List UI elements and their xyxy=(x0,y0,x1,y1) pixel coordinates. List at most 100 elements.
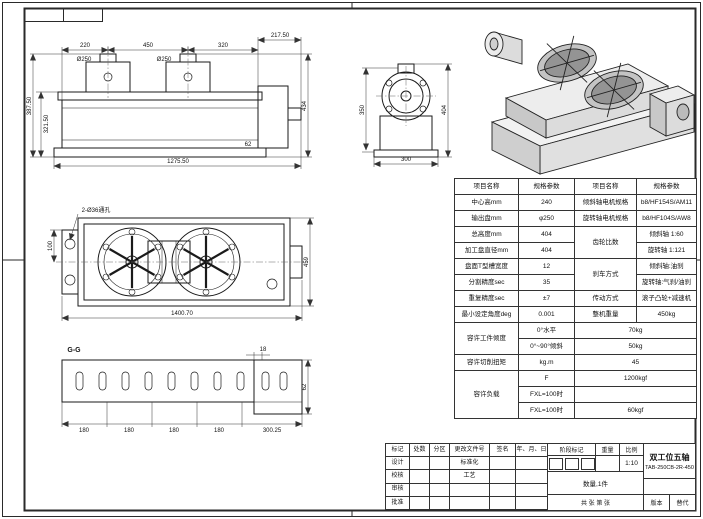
section-label: G-G xyxy=(67,347,81,354)
spec-cell: 倾斜轴电机规格 xyxy=(574,194,637,211)
dim-label: 100 xyxy=(48,240,54,251)
spec-cell: ±7 xyxy=(518,290,575,307)
spec-cell: 倾斜轴 1:60 xyxy=(636,226,697,243)
version-cell: 版本 xyxy=(643,494,670,511)
role-cell: 工艺 xyxy=(449,469,490,484)
dim-label: 350 xyxy=(360,104,366,115)
blank-cell xyxy=(409,495,430,510)
spec-cell: 分割精度sec xyxy=(454,274,519,291)
blank-cell xyxy=(515,495,548,510)
spec-table: 项目名称 规格参数 项目名称 规格参数 中心高mm 240 倾斜轴电机规格 b8… xyxy=(454,178,697,419)
dim-label: 387.50 xyxy=(27,96,33,115)
dim-label: 62 xyxy=(245,142,252,148)
rev-header-cell: 更改文件号 xyxy=(449,442,490,458)
blank-cell xyxy=(489,469,516,484)
section-view-dims: G-G 180 180 180 180 300.25 18 62 xyxy=(61,347,312,434)
spec-cell: 齿轮比数 xyxy=(574,226,637,259)
role-cell: 校核 xyxy=(385,469,410,484)
isometric-view xyxy=(484,31,696,175)
blank-cell xyxy=(429,456,450,471)
front-view-dims: 220 450 320 217.50 Ø250 Ø250 387.50 321.… xyxy=(27,33,312,169)
spec-cell: b8/HF104S/AW8 xyxy=(636,210,697,227)
spec-cell: 容许切削扭矩 xyxy=(454,354,519,371)
spec-cell: 35 xyxy=(518,274,575,291)
spec-cell: 12 xyxy=(518,258,575,275)
spec-cell: 总高度mm xyxy=(454,226,519,243)
spec-cell: FXL=100时 xyxy=(518,402,575,419)
dim-label: 62 xyxy=(302,383,308,390)
rev-header-cell: 处数 xyxy=(409,442,430,458)
dim-label: 321.50 xyxy=(44,114,50,133)
dim-label: 217.50 xyxy=(271,33,290,39)
holes-callout: 2-Ø36通孔 xyxy=(82,206,111,214)
spec-cell: 加工盘直径mm xyxy=(454,242,519,259)
spec-cell: 70kg xyxy=(574,322,697,339)
blank-cell xyxy=(429,482,450,497)
dim-label: 450 xyxy=(143,43,154,49)
dim-label: 434 xyxy=(302,100,308,111)
dim-label: 180 xyxy=(79,428,90,434)
spec-cell: kg.m xyxy=(518,354,575,371)
spec-cell: 404 xyxy=(518,242,575,259)
dim-label: 180 xyxy=(214,428,225,434)
spec-header: 规格参数 xyxy=(636,178,697,195)
blank-cell xyxy=(515,456,548,471)
dim-label: 300.25 xyxy=(263,428,282,434)
spec-cell: 整机重量 xyxy=(574,306,637,323)
spec-cell: 1200kgf xyxy=(574,370,697,387)
role-cell: 审核 xyxy=(385,482,410,497)
blank-cell xyxy=(489,482,516,497)
dim-label: 300 xyxy=(401,157,412,163)
spec-header: 规格参数 xyxy=(518,178,575,195)
blank-cell xyxy=(429,495,450,510)
dim-label: 459 xyxy=(304,256,310,267)
role-cell: 标准化 xyxy=(449,456,490,471)
dim-label: 180 xyxy=(124,428,135,434)
name-sub-cell xyxy=(643,478,696,495)
dim-label: 404 xyxy=(442,104,448,115)
rev-header-cell: 标记 xyxy=(385,442,410,458)
blank-cell xyxy=(449,482,490,497)
spec-cell: 传动方式 xyxy=(574,290,637,307)
spec-cell: 50kg xyxy=(574,338,697,355)
end-view-dims: 350 300 404 xyxy=(360,63,452,167)
stage-mark-box-row xyxy=(548,457,595,470)
spec-header: 项目名称 xyxy=(574,178,637,195)
blank-cell xyxy=(409,456,430,471)
dim-label: 220 xyxy=(80,43,91,49)
role-cell: 设计 xyxy=(385,456,410,471)
blank-cell xyxy=(515,482,548,497)
blank-cell xyxy=(515,469,548,484)
dim-label: 1275.50 xyxy=(167,159,189,165)
stage-mark-boxes xyxy=(547,455,596,472)
stage-box xyxy=(564,457,579,470)
spec-cell: b8/HF154S/AM11 xyxy=(636,194,697,211)
spec-cell: 0°~90°倾斜 xyxy=(518,338,575,355)
product-name-cell: 双工位五轴 TAB-250CB-2R-450 xyxy=(643,443,696,479)
top-view-dims: 1400.70 100 459 2-Ø36通孔 xyxy=(48,206,314,321)
blank-cell xyxy=(449,495,490,510)
spec-cell: 旋转轴:气刹/油刹 xyxy=(636,274,697,291)
spec-cell: 240 xyxy=(518,194,575,211)
product-model: TAB-250CB-2R-450 xyxy=(645,464,694,471)
spec-cell: 容许工件倾度 xyxy=(454,322,519,355)
spec-cell: φ250 xyxy=(518,210,575,227)
section-view xyxy=(61,359,303,415)
quantity-cell: 数量,1件 xyxy=(547,471,644,495)
spec-cell xyxy=(574,386,697,403)
dim-label: 320 xyxy=(218,43,229,49)
dim-label: 180 xyxy=(169,428,180,434)
rev-header-cell: 分区 xyxy=(429,442,450,458)
spec-cell: 旋转轴电机规格 xyxy=(574,210,637,227)
blank-cell xyxy=(489,456,516,471)
blank-cell xyxy=(489,495,516,510)
spec-cell: 旋转轴 1:121 xyxy=(636,242,697,259)
blank-cell xyxy=(409,469,430,484)
scale-value: 1:10 xyxy=(619,455,644,472)
title-block-revision-table: 标记 处数 分区 更改文件号 签名 年、月、日 设计 标准化 校核 工艺 审核 … xyxy=(385,442,548,510)
blank-cell xyxy=(409,482,430,497)
spec-cell: 45 xyxy=(574,354,697,371)
spec-cell: 刹车方式 xyxy=(574,258,637,291)
stage-box xyxy=(548,457,563,470)
